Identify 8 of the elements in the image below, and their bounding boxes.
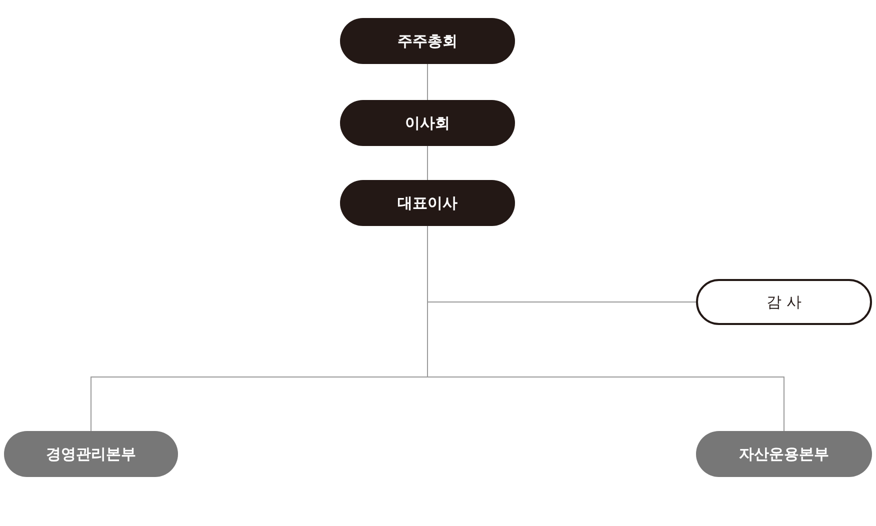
auditor-box: 감 사 <box>696 279 872 325</box>
division-box: 경영관리본부 <box>4 431 178 477</box>
connector-line <box>427 64 428 100</box>
division-box: 자산운용본부 <box>696 431 872 477</box>
top-box: 주주총회 <box>340 18 515 64</box>
ceo-box: 대표이사 <box>340 180 515 226</box>
connector-line <box>427 146 428 180</box>
board-box: 이사회 <box>340 100 515 146</box>
